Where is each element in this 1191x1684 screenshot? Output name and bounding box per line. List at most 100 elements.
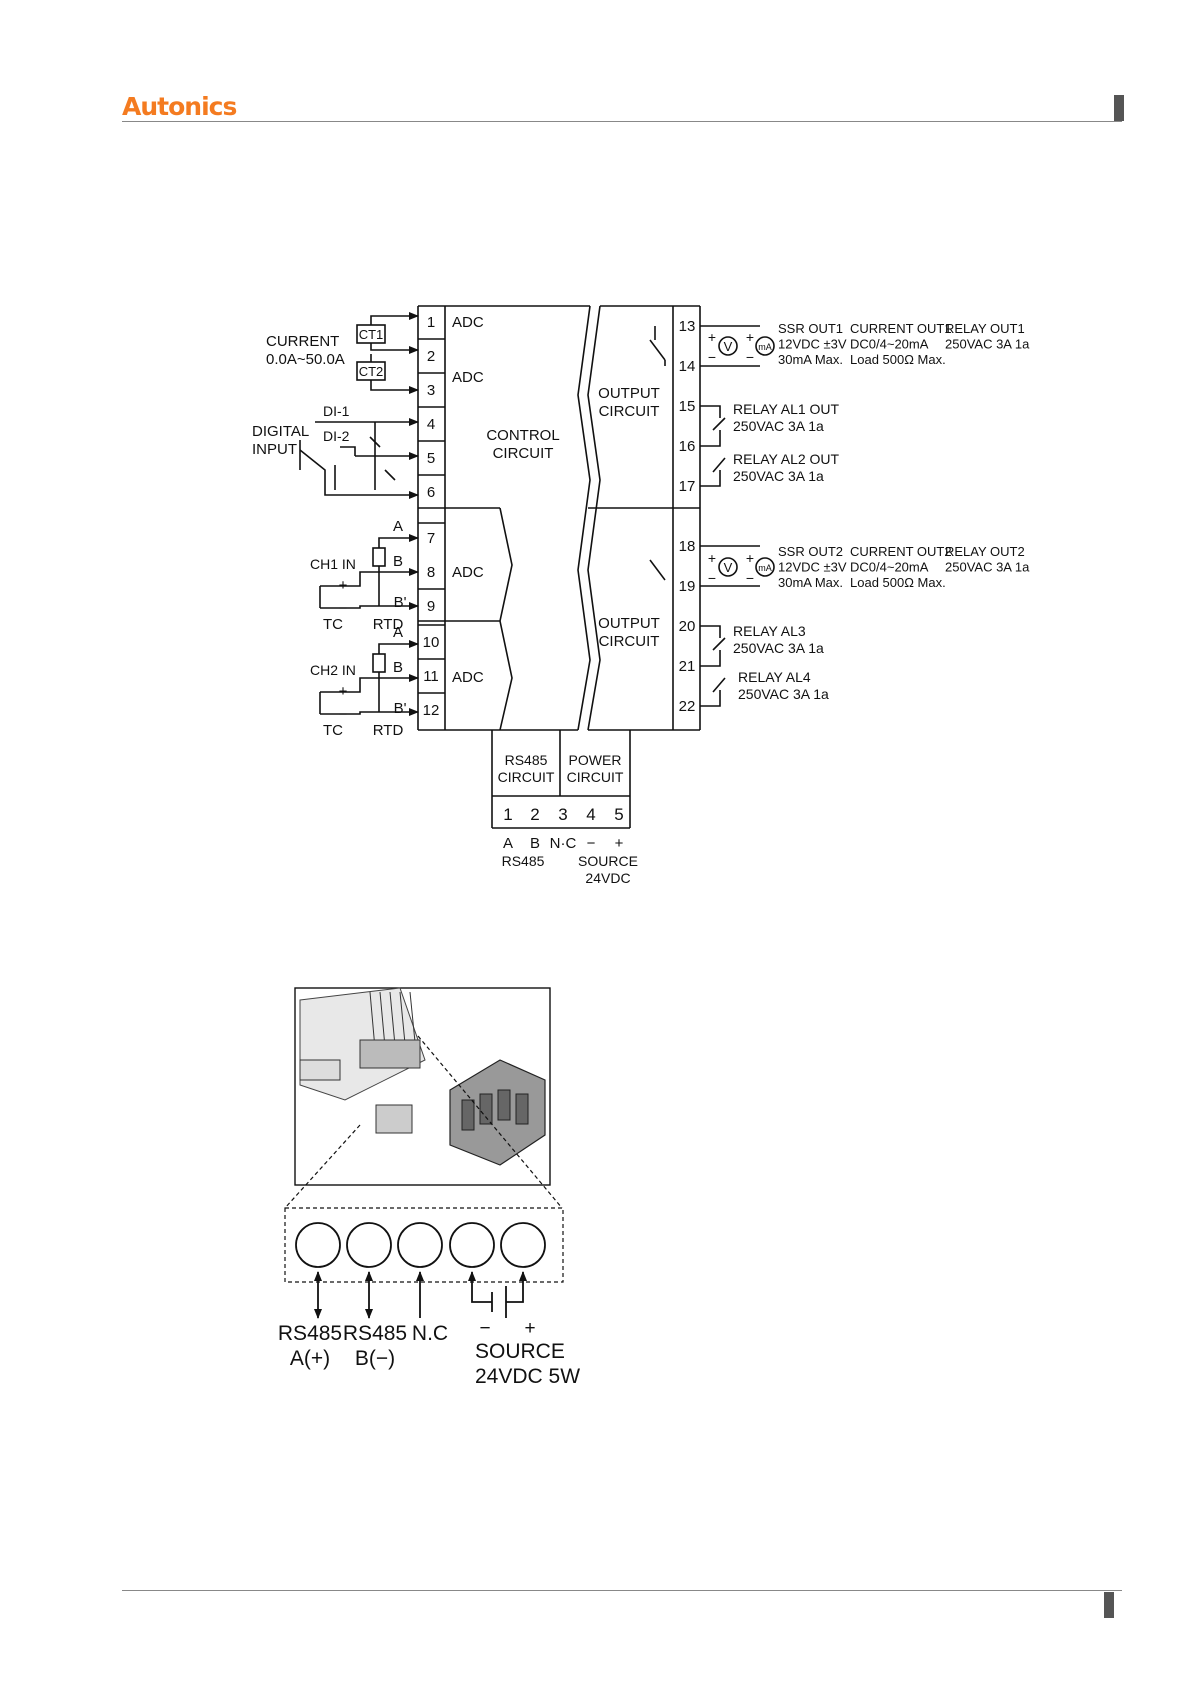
left-module-break [577,305,591,731]
adc-label-1: ADC [452,314,484,331]
header-tab [1114,95,1124,121]
v-meter-2-label: V [724,560,733,575]
ch2-in-label: CH2 IN [310,662,356,678]
brand-logo: Autonics [122,92,237,121]
ch1-rtd-b: B [393,553,403,570]
left-terminal-11: 11 [423,668,439,685]
di2-label: DI-2 [323,428,350,444]
ch1-rtd-label: RTD [373,616,404,633]
ma-meter-1 [755,336,775,356]
ct1-wire [370,312,419,325]
ch1-rtd-a: A [393,518,403,535]
footer-tab [1104,1592,1114,1618]
right-terminal-20: 20 [679,618,696,635]
bottom-terminal-3: 3 [558,805,567,824]
ch2-rtd-a: A [393,624,403,641]
di2-lead [340,446,356,456]
al4-wire [700,690,721,707]
ch1-in-label: CH1 IN [310,556,356,572]
left-terminal-3: 3 [427,382,435,399]
al2-wire [700,470,721,487]
left-terminal-10: 10 [423,634,440,651]
connector-pin-5 [500,1222,546,1268]
connector-pins [295,1222,546,1319]
bottom-terminal-label-3: − [587,835,596,852]
ch2-tc-label: TC [323,722,343,739]
left-terminal-1: 1 [427,314,435,331]
rs485-label: RS485 [502,853,545,869]
ch2-minus: − [339,706,348,723]
ch2-rtd-b2: B' [394,700,407,717]
connector-pin-3 [397,1222,443,1268]
ch2-rtd-b: B [393,659,403,676]
v1-minus: − [708,349,716,365]
left-terminal-5: 5 [427,450,435,467]
v-meter-2 [718,557,738,577]
right-terminal-21: 21 [679,658,696,675]
ma1-minus: − [746,349,754,365]
bottom-terminal-1: 1 [503,805,512,824]
al3-switch [712,637,726,651]
ma1-plus: + [746,329,754,345]
right-terminal-16: 16 [679,438,696,455]
left-terminal-2: 2 [427,348,435,365]
right-terminal-17: 17 [679,478,696,495]
connector-plus: + [524,1318,535,1339]
bottom-terminal-label-2: N·C [550,835,577,852]
v-meter-1 [718,336,738,356]
connector-nc-label: N.C [412,1322,448,1345]
ch1-rtd-b2: B' [394,594,407,611]
bottom-terminal-2: 2 [530,805,539,824]
di-switch-2 [384,469,396,481]
al2-switch [712,457,726,473]
ch1-minus: − [339,600,348,617]
connector-callout [284,1207,564,1283]
ch1-b2-wire [320,602,419,610]
al1-wire [700,405,721,418]
footer-rule [122,1590,1122,1591]
connector-pin-4 [449,1222,495,1268]
ch2-rtd-label: RTD [373,722,404,739]
v2-plus: + [708,550,716,566]
left-terminal-12: 12 [423,702,440,719]
right-terminal-13: 13 [679,318,696,335]
left-terminal-6: 6 [427,484,435,501]
diagram-lines [299,305,775,829]
adc-section-break [499,507,513,731]
relay-out2-switch [649,559,666,581]
right-terminal-14: 14 [679,358,696,375]
right-terminal-15: 15 [679,398,696,415]
bottom-terminal-label-4: + [615,835,624,852]
ma2-minus: − [746,570,754,586]
ct2-wire-2 [370,380,419,394]
ch1-b-wire [320,568,419,587]
bottom-terminal-4: 4 [586,805,595,824]
di-common [299,449,419,499]
ch2-b-wire [320,674,419,693]
al4-switch [712,677,726,693]
bottom-terminal-label-0: A [503,835,513,852]
pin5-wire [506,1271,527,1303]
left-terminal-4: 4 [427,416,435,433]
connector-photo [284,987,563,1209]
right-module-break [587,305,601,731]
header-rule [122,121,1122,122]
ch2-plus: + [339,683,348,700]
ch1-plus: + [339,577,348,594]
right-terminal-18: 18 [679,538,696,555]
